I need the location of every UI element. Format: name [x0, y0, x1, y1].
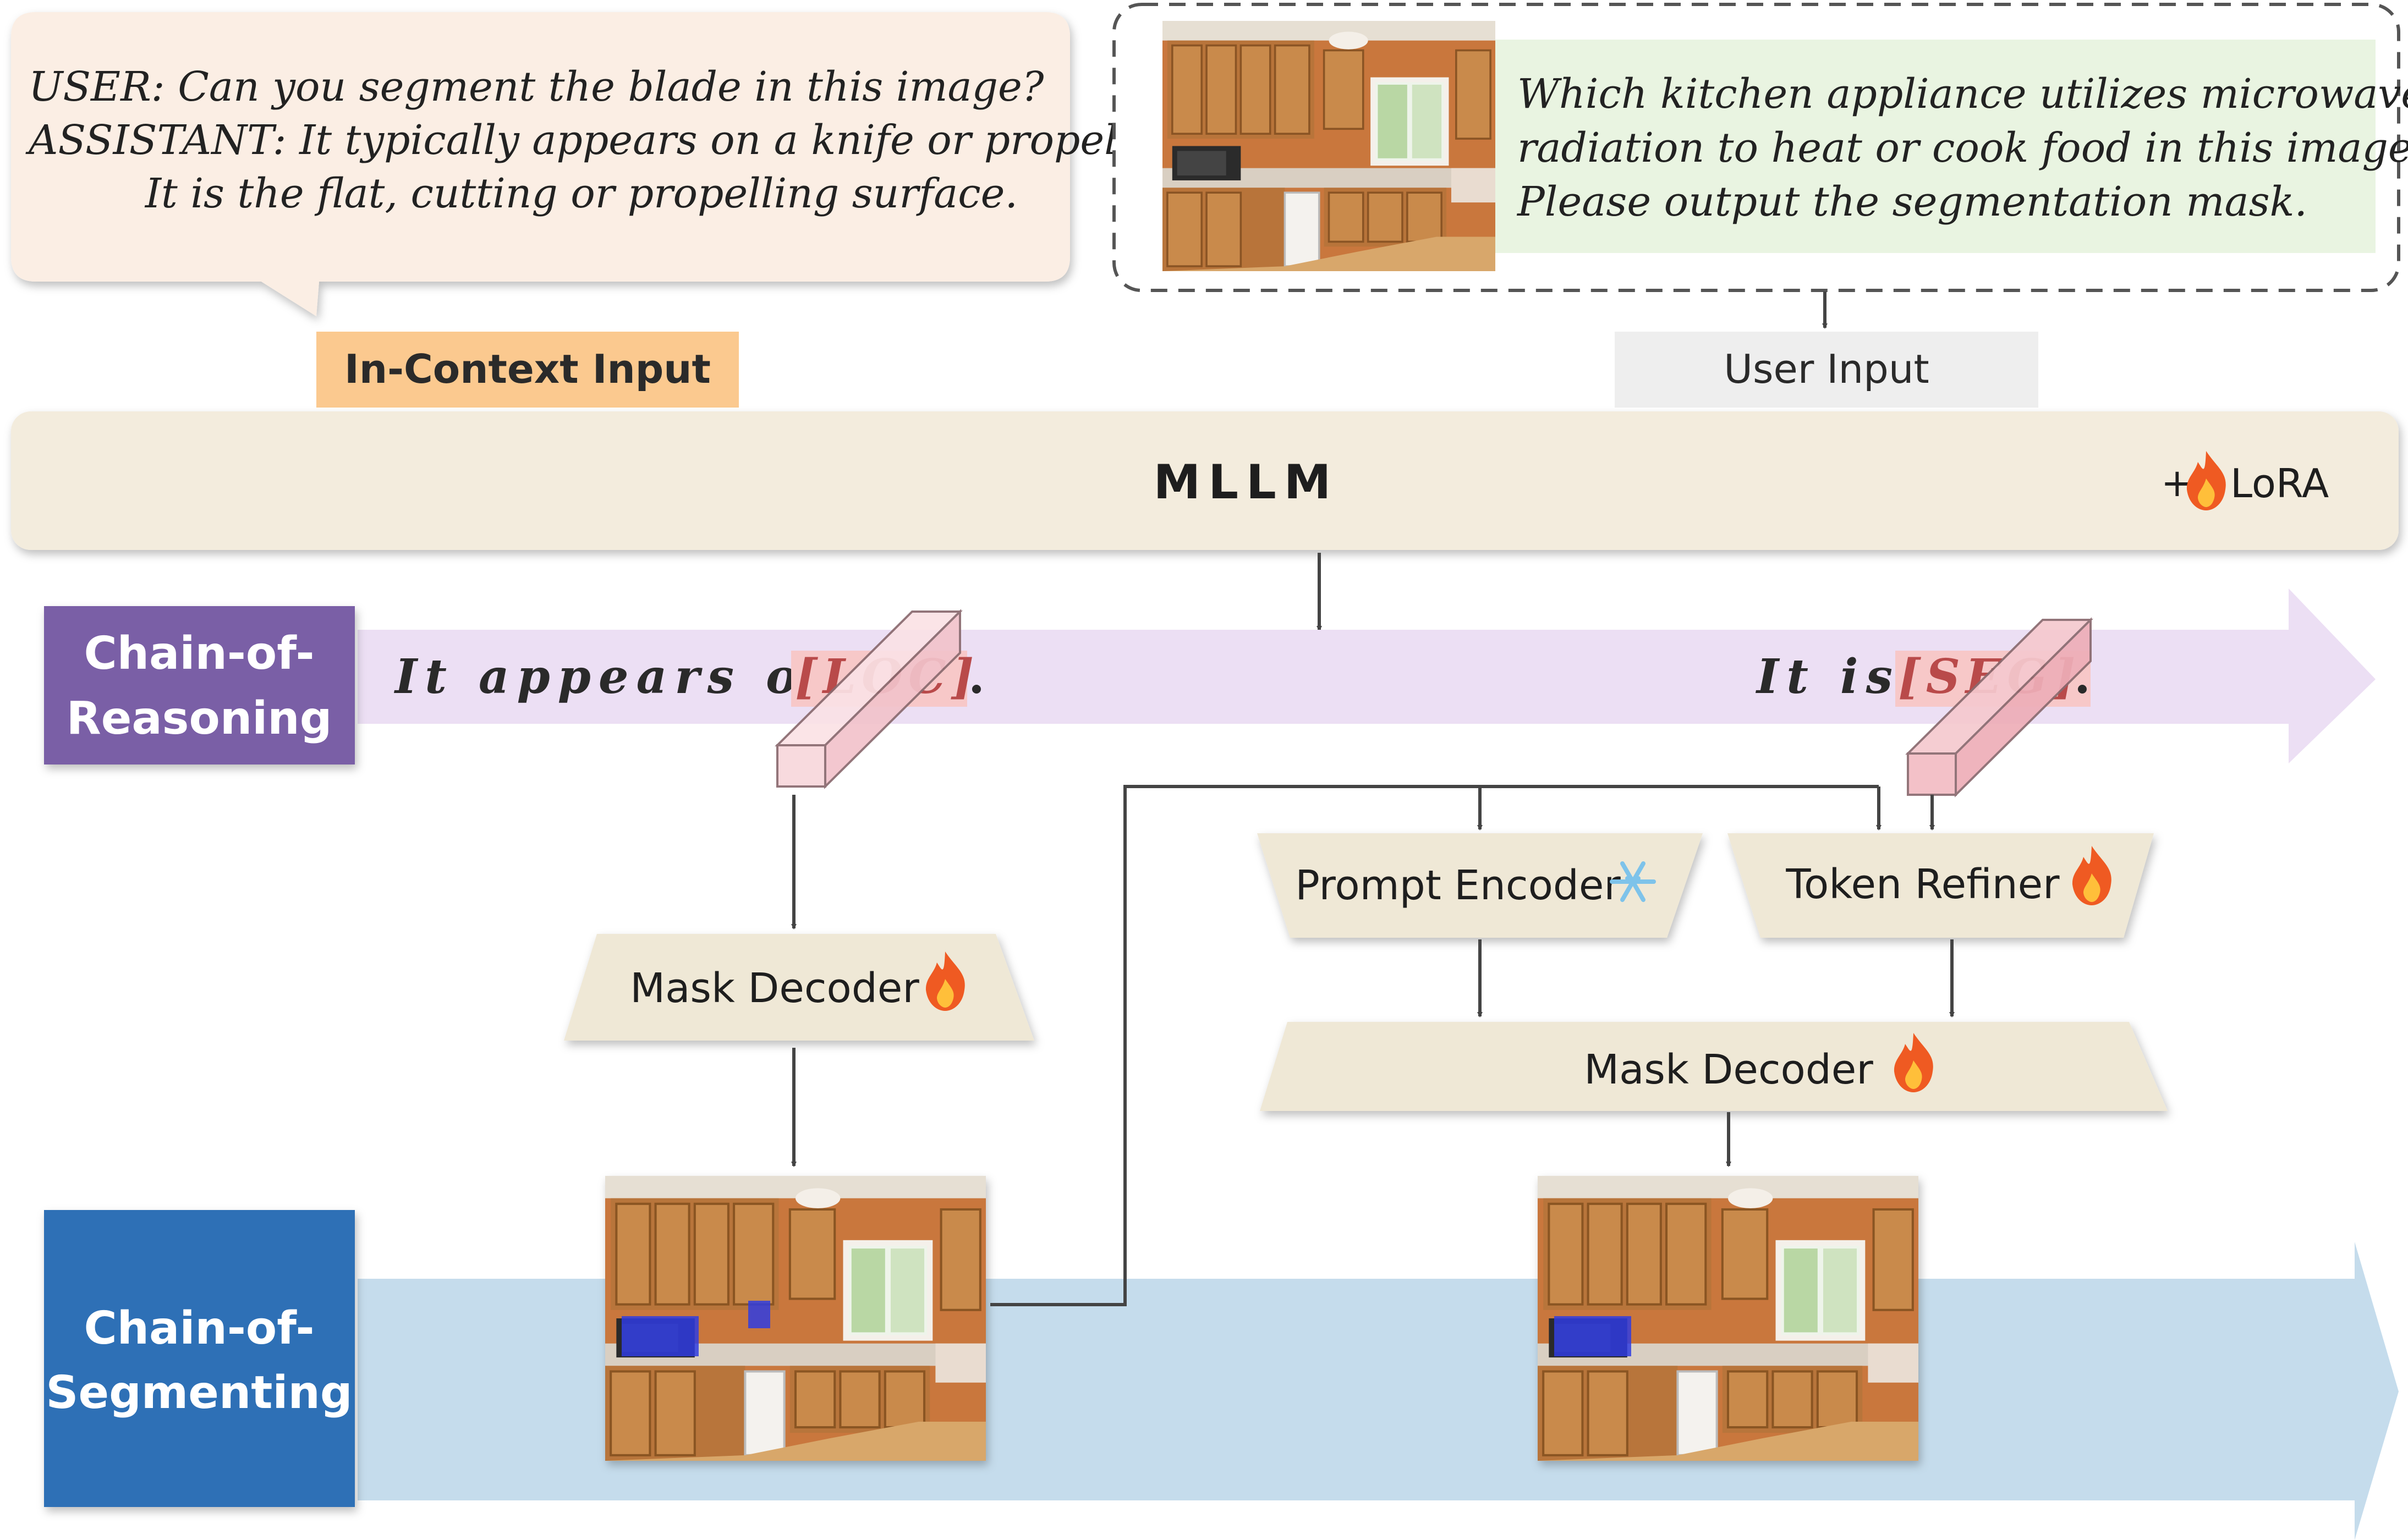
location-result-image [605, 1176, 986, 1461]
in-context-user-line: USER: Can you segment the blade in this … [29, 63, 1045, 111]
in-context-assistant-line: ASSISTANT: It typically appears on a kni… [25, 117, 1182, 164]
mask-decoder-left-fire-icon [925, 952, 965, 1011]
user-question-line3: Please output the segmentation mask. [1516, 178, 2307, 226]
segmenting-label-box [44, 1210, 355, 1507]
user-question-line2: radiation to heat or cook food in this i… [1517, 124, 2408, 172]
mask-decoder-right [1260, 1022, 2168, 1111]
reasoning-phrase1: It appears on [393, 649, 847, 705]
prompt-encoder-snowflake-icon [1610, 861, 1656, 902]
segmentation-result-image [1538, 1176, 1918, 1461]
mask-decoder-right-label: Mask Decoder [1584, 1046, 1873, 1093]
reasoning-phrase2: It is [1755, 649, 1900, 705]
loc-embedding-prism [775, 609, 963, 789]
user-input-image [1162, 21, 1495, 271]
in-context-assistant-line2: It is the flat, cutting or propelling su… [144, 170, 1018, 217]
mask-decoder-left [564, 934, 1034, 1041]
prompt-encoder [1257, 833, 1703, 938]
in-context-label-box [316, 332, 739, 408]
mllm-bar [11, 411, 2399, 550]
mllm-label: MLLM [1154, 455, 1339, 510]
user-input-label-box [1615, 332, 2038, 408]
lora-fire-icon [2186, 451, 2226, 510]
token-refiner-label: Token Refiner [1785, 861, 2060, 908]
user-question-box [1495, 40, 2376, 253]
lora-label: LoRA [2230, 460, 2329, 507]
token-refiner [1727, 833, 2154, 938]
in-context-bubble [11, 12, 1070, 316]
user-input-label: User Input [1724, 346, 1929, 392]
token-refiner-fire-icon [2072, 846, 2111, 905]
reasoning-label-line1: Chain-of- [84, 628, 314, 680]
location-mask-microwave [622, 1316, 699, 1356]
location-mask-object [748, 1301, 770, 1328]
reasoning-label-box [44, 606, 355, 765]
segmenting-label-line1: Chain-of- [84, 1302, 314, 1355]
user-question-line1: Which kitchen appliance utilizes microwa… [1517, 70, 2408, 118]
segmenting-label-line2: Segmenting [46, 1367, 352, 1419]
image-feedback-path [990, 785, 1879, 1306]
mask-decoder-right-fire-icon [1894, 1033, 1933, 1092]
reasoning-label-line2: Reasoning [67, 692, 332, 745]
segmentation-mask-microwave [1554, 1316, 1631, 1356]
prompt-encoder-label: Prompt Encoder [1295, 862, 1621, 909]
in-context-label: In-Context Input [344, 346, 711, 392]
seg-embedding-prism [1905, 617, 2093, 798]
loc-period: . [968, 649, 985, 705]
mask-decoder-left-label: Mask Decoder [630, 965, 919, 1012]
